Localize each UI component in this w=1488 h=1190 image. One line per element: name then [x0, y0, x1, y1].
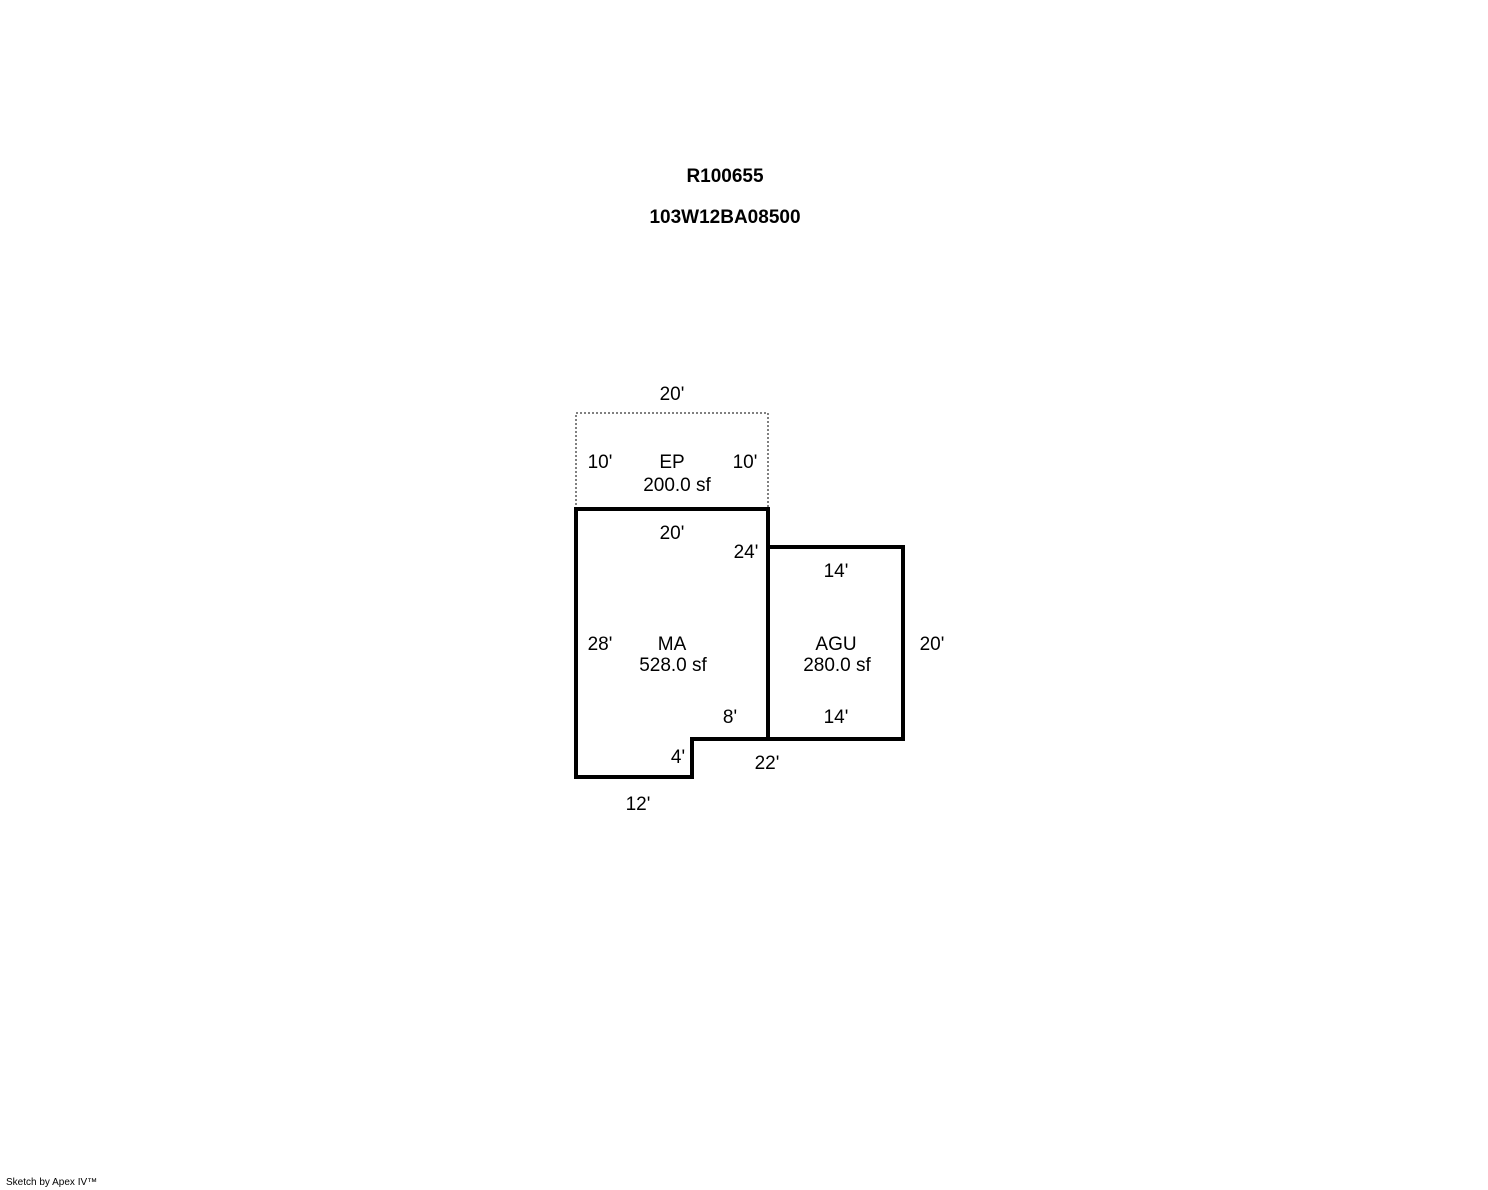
sketch-credit: Sketch by Apex IV™	[6, 1177, 98, 1188]
ep-top-dimension: 20'	[660, 384, 685, 405]
ma-bottom-dimension: 12'	[626, 794, 651, 815]
ep-right-dimension: 10'	[733, 452, 758, 473]
agu-right-dimension: 20'	[920, 634, 945, 655]
agu-area: 280.0 sf	[803, 655, 871, 676]
shared-bottom-dimension: 22'	[755, 753, 780, 774]
agu-code: AGU	[815, 634, 856, 655]
ma-outline	[574, 507, 770, 779]
parcel-id: R100655	[686, 166, 764, 187]
agu-top-dimension: 14'	[824, 561, 849, 582]
agu-bottom-dimension: 14'	[824, 707, 849, 728]
ma-notch-top-dimension: 8'	[723, 707, 737, 728]
ep-area: 200.0 sf	[643, 475, 711, 496]
ma-right-dimension: 24'	[734, 542, 759, 563]
ep-code: EP	[659, 452, 684, 473]
ep-left-dimension: 10'	[588, 452, 613, 473]
ma-area: 528.0 sf	[639, 655, 707, 676]
map-number: 103W12BA08500	[649, 207, 801, 228]
agu-outline	[766, 545, 905, 741]
ma-top-dimension: 20'	[660, 523, 685, 544]
ma-code: MA	[658, 634, 687, 655]
ma-left-dimension: 28'	[588, 634, 613, 655]
ma-notch-side-dimension: 4'	[671, 747, 685, 768]
